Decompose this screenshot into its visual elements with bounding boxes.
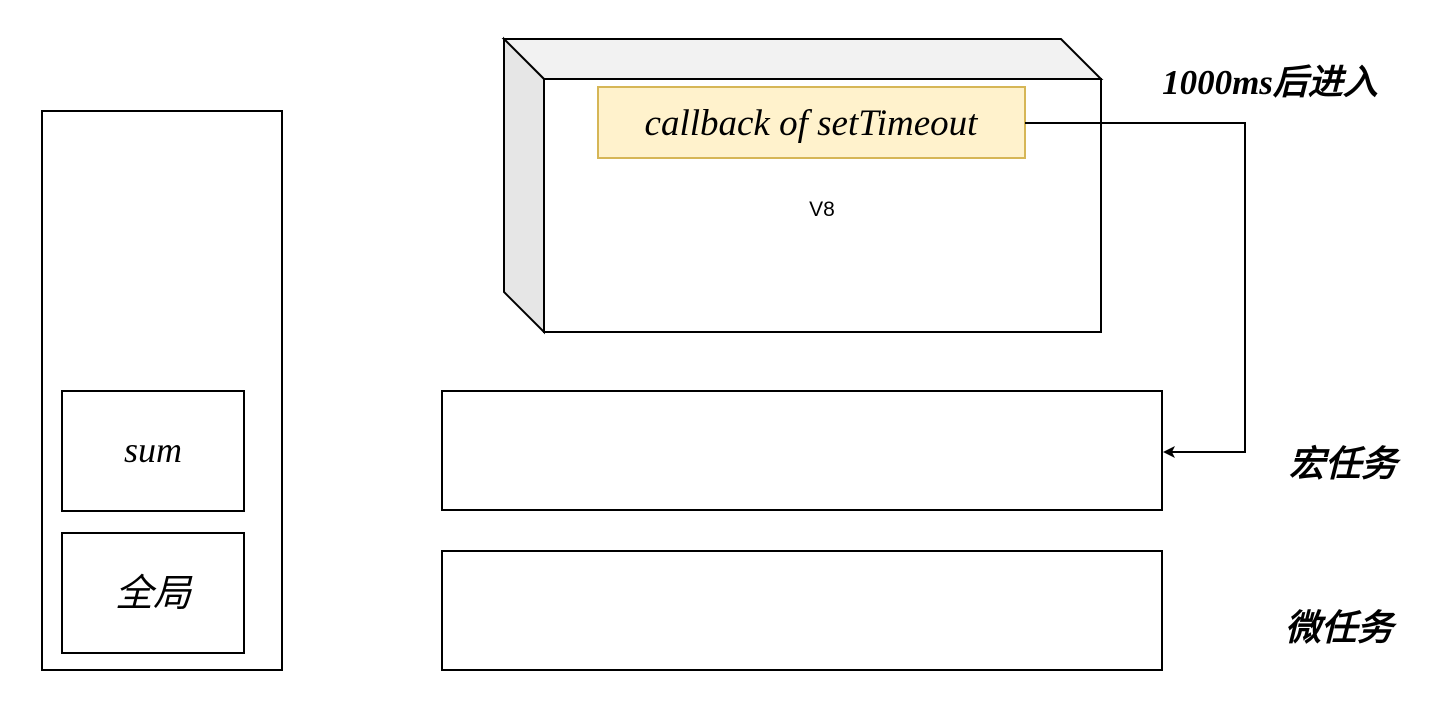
micro-task-queue	[441, 550, 1163, 671]
stack-frame-global-label: 全局	[115, 573, 193, 615]
stack-frame-sum	[61, 390, 245, 512]
delay-value: 1000ms	[1162, 63, 1273, 102]
v8-engine-box	[501, 36, 1104, 335]
delay-annotation: 1000ms后进入	[1162, 63, 1378, 103]
macro-task-label: 宏任务	[1289, 444, 1401, 485]
micro-task-label: 微任务	[1285, 608, 1397, 649]
v8-box-side-face	[503, 36, 545, 335]
stack-frame-sum-label: sum	[124, 430, 182, 470]
enqueue-arrow	[1025, 122, 1246, 458]
macro-task-queue	[441, 390, 1163, 511]
callback-block	[597, 86, 1026, 159]
v8-box-top-face	[501, 38, 1104, 80]
callback-label: callback of setTimeout	[645, 103, 980, 144]
v8-label: V8	[809, 198, 835, 221]
stack-frame-global	[61, 532, 245, 654]
delay-suffix: 后进入	[1273, 63, 1378, 103]
